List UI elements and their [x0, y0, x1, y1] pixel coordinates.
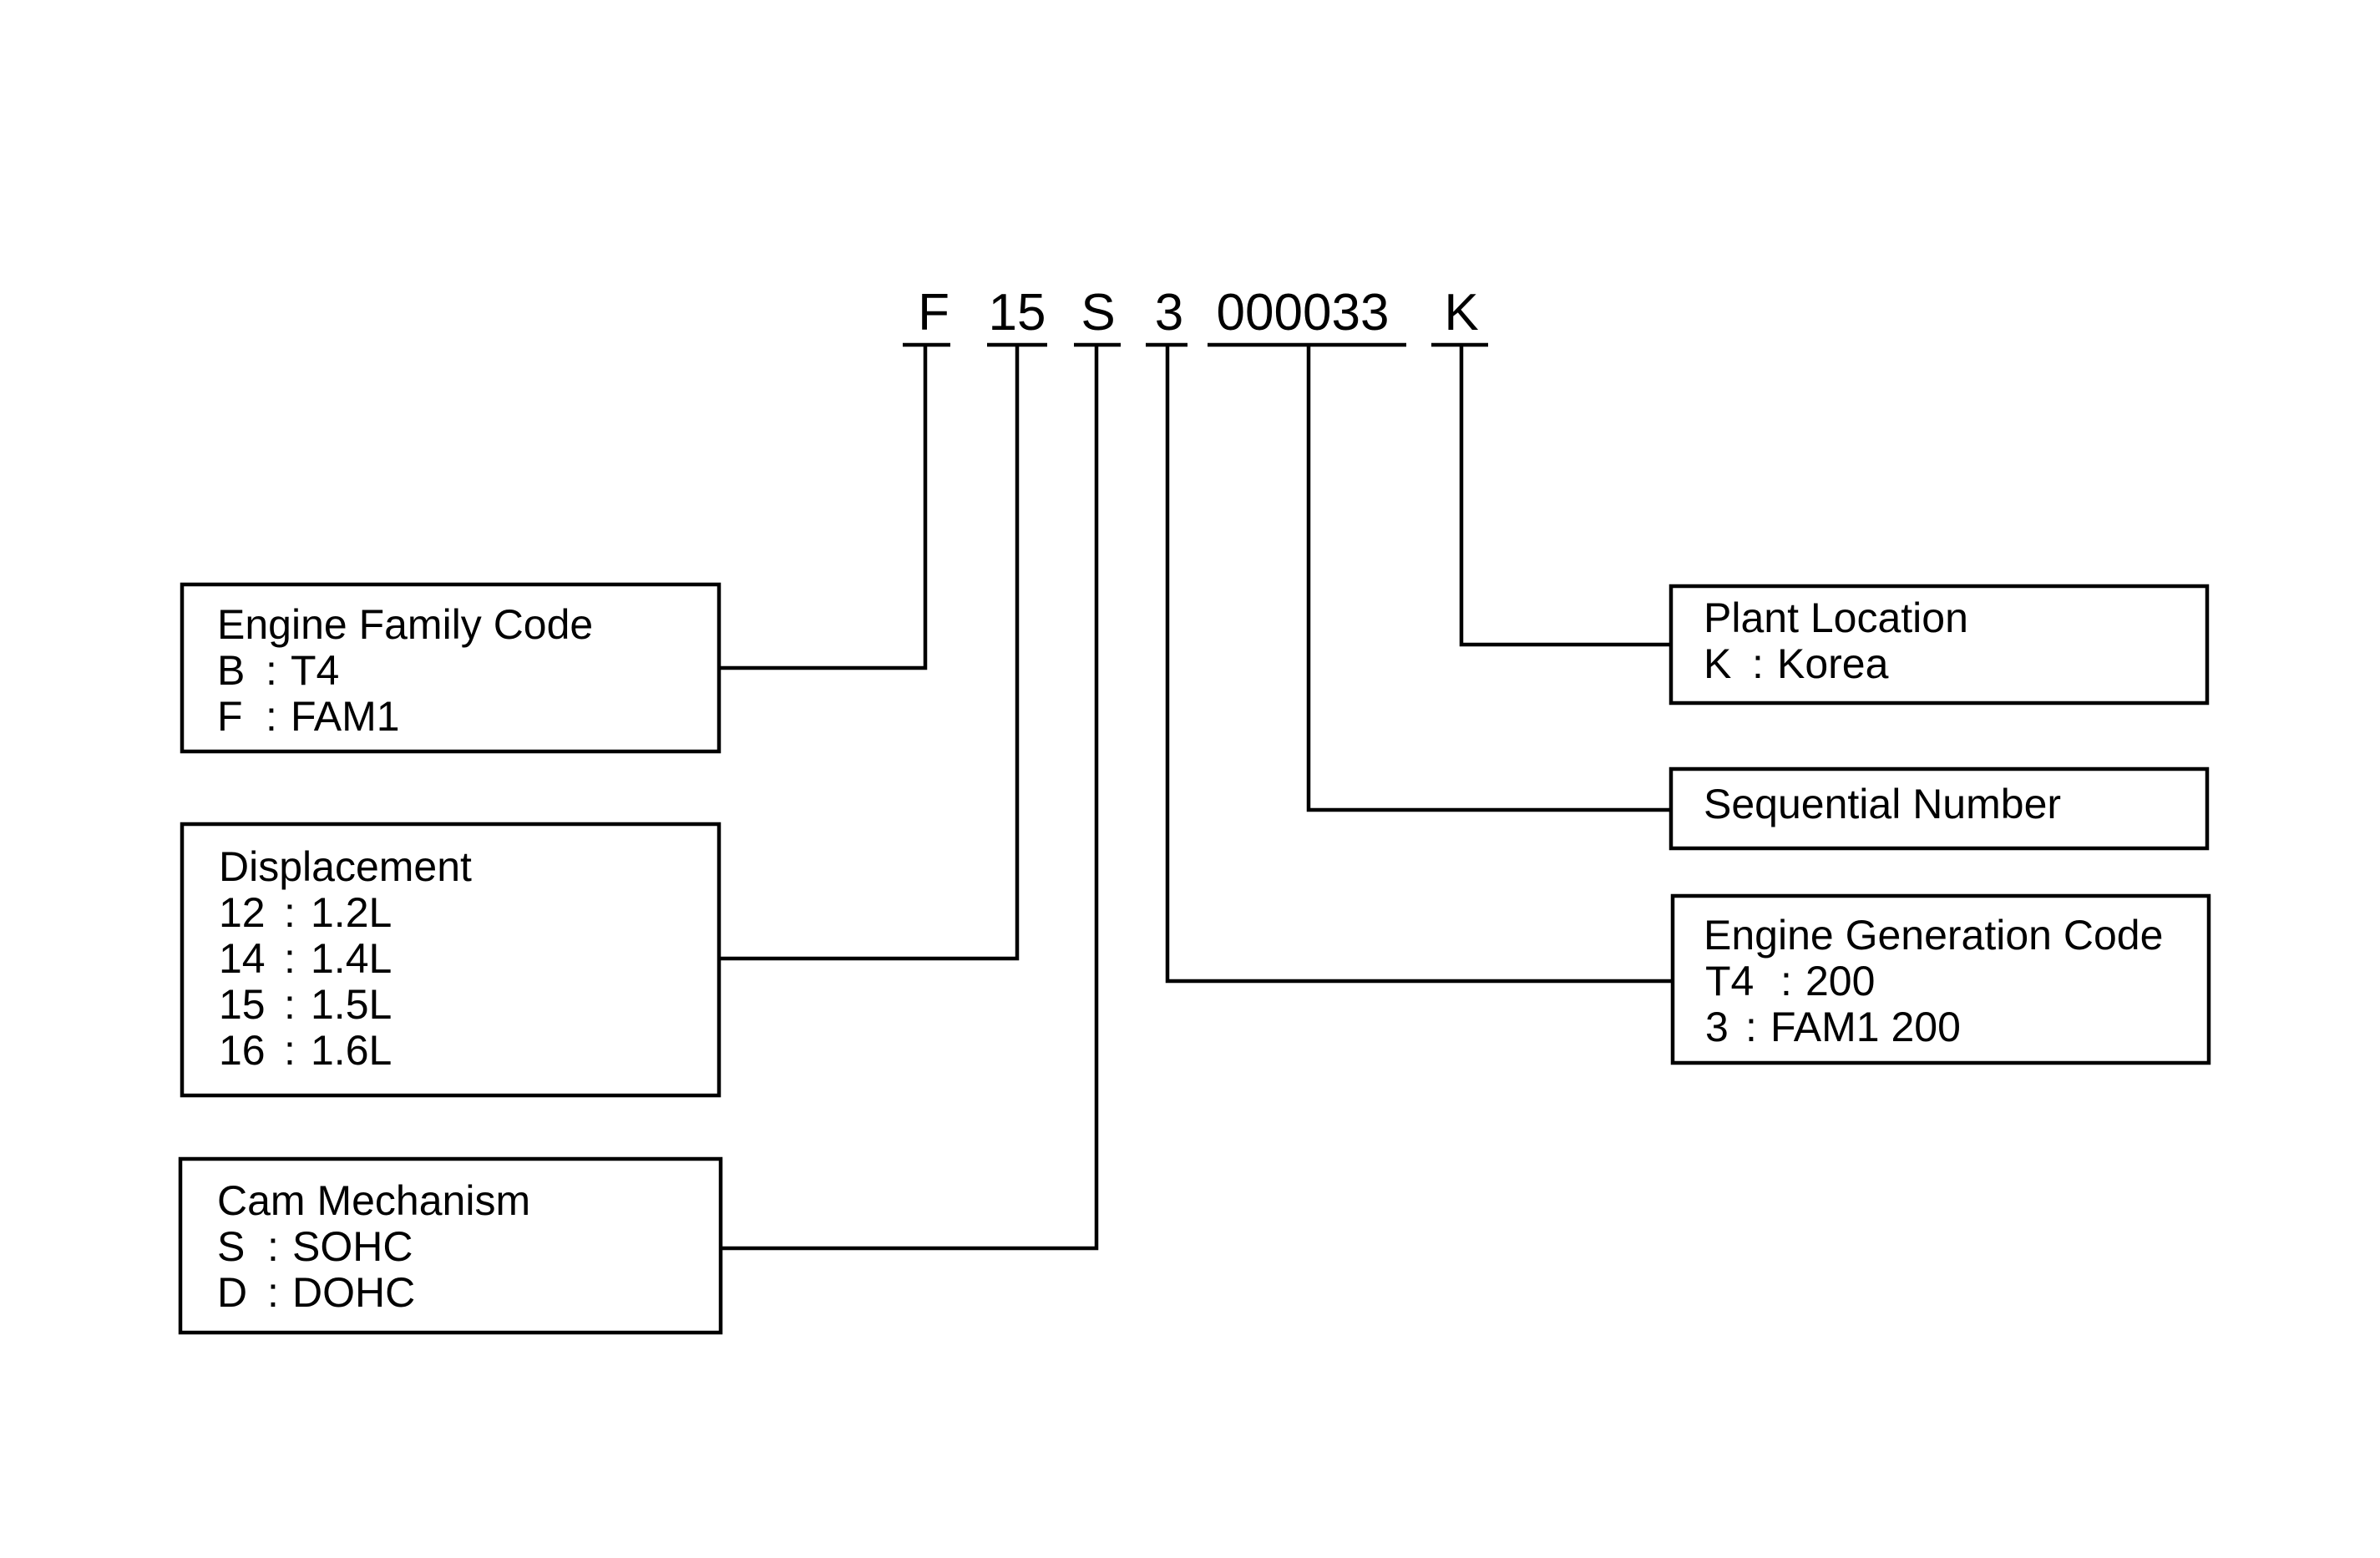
generation-entry-colon: : [1745, 1004, 1757, 1050]
sequential-box: Sequential Number [1669, 766, 2210, 851]
displacement-entry-value: 1.4L [311, 935, 392, 982]
cam-entry-colon: : [267, 1269, 279, 1316]
displacement-entry-key: 16 [219, 1027, 266, 1074]
displacement-entry-key: 12 [219, 889, 266, 936]
family-entry-key: B [217, 647, 245, 694]
family-entry-colon: : [266, 647, 277, 694]
family-box-frame [180, 582, 722, 754]
displacement-entry-colon: : [284, 1027, 296, 1074]
connectors [719, 345, 1673, 1251]
segment-family: F [918, 284, 949, 341]
segment-cam: S [1081, 284, 1115, 341]
connector-plant [1459, 345, 1671, 647]
segment-generation: 3 [1155, 284, 1183, 341]
family-box: Engine Family Code B : T4 F : FAM1 [180, 582, 722, 754]
segment-plant: K [1444, 284, 1478, 341]
displacement-entry-value: 1.2L [311, 889, 392, 936]
displacement-entry-value: 1.6L [311, 1027, 392, 1074]
segment-sequential: 000033 [1217, 284, 1390, 341]
cam-entry-key: D [217, 1269, 247, 1316]
cam-entry-colon: : [267, 1223, 279, 1270]
code-segments: F 15 S 3 000033 K [903, 284, 1488, 347]
generation-entry-colon: : [1780, 958, 1792, 1004]
family-box-title: Engine Family Code [217, 601, 593, 648]
displacement-box-frame [180, 822, 722, 1098]
plant-entry-value: Korea [1777, 640, 1889, 687]
plant-box-title: Plant Location [1704, 594, 1968, 641]
connector-family [719, 345, 928, 670]
generation-box: Engine Generation Code T4 : 200 3 : FAM1… [1670, 893, 2211, 1065]
connector-displacement [719, 345, 1020, 961]
family-entry-value: FAM1 [291, 693, 400, 740]
cam-entry-value: DOHC [292, 1269, 415, 1316]
sequential-box-frame [1669, 766, 2210, 851]
displacement-entry-key: 15 [219, 981, 266, 1028]
family-entry-value: T4 [291, 647, 339, 694]
displacement-entry-colon: : [284, 935, 296, 982]
displacement-entry-colon: : [284, 981, 296, 1028]
displacement-entry-colon: : [284, 889, 296, 936]
segment-displacement: 15 [989, 284, 1046, 341]
generation-entry-value: 200 [1805, 958, 1875, 1004]
family-entry-key: F [217, 693, 243, 740]
generation-entry-value: FAM1 200 [1770, 1004, 1961, 1050]
cam-box-frame [178, 1156, 723, 1335]
cam-box-title: Cam Mechanism [217, 1177, 530, 1224]
generation-entry-key: T4 [1705, 958, 1754, 1004]
generation-box-frame [1670, 893, 2211, 1065]
generation-box-title: Engine Generation Code [1704, 912, 2163, 959]
cam-entry-key: S [217, 1223, 245, 1270]
cam-box: Cam Mechanism S : SOHC D : DOHC [178, 1156, 723, 1335]
generation-entry-key: 3 [1705, 1004, 1729, 1050]
connector-sequential [1306, 345, 1671, 812]
connector-generation [1165, 345, 1673, 984]
displacement-entry-key: 14 [219, 935, 266, 982]
displacement-box: Displacement 12 : 1.2L 14 : 1.4L 15 : 1.… [180, 822, 722, 1098]
plant-entry-colon: : [1752, 640, 1764, 687]
plant-entry-key: K [1704, 640, 1731, 687]
connector-cam [721, 345, 1099, 1251]
sequential-box-title: Sequential Number [1704, 781, 2061, 827]
family-entry-colon: : [266, 693, 277, 740]
plant-box-frame [1669, 584, 2210, 706]
cam-entry-value: SOHC [292, 1223, 413, 1270]
displacement-box-title: Displacement [219, 843, 472, 890]
displacement-entry-value: 1.5L [311, 981, 392, 1028]
plant-box: Plant Location K : Korea [1669, 584, 2210, 706]
